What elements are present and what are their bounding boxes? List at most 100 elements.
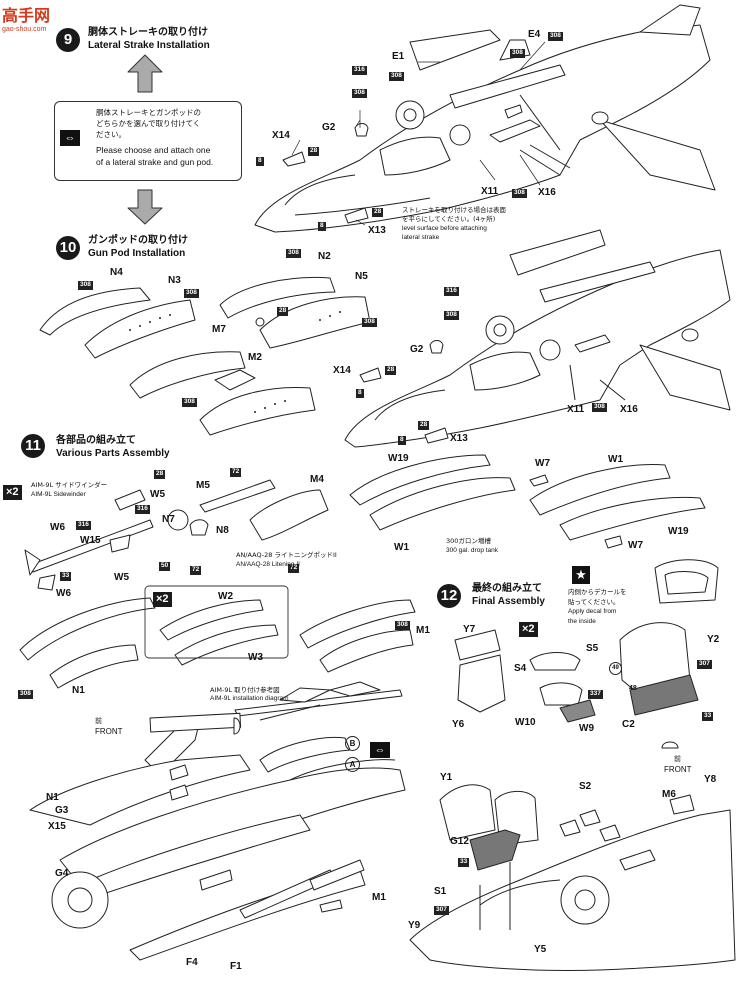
- callout-B: B: [345, 736, 360, 751]
- step-12-title-en: Final Assembly: [472, 596, 545, 607]
- part-X13-b: X13: [450, 433, 468, 444]
- part-W2: W2: [218, 591, 233, 602]
- paint-308-k: 308: [444, 311, 459, 320]
- part-W7-a: W7: [535, 458, 550, 469]
- paint-28-f: 28: [154, 470, 166, 479]
- part-W10: W10: [515, 717, 536, 728]
- paint-308-b: 308: [548, 32, 563, 41]
- paint-28-d: 28: [385, 366, 397, 375]
- paint-72-c: 72: [288, 564, 300, 573]
- aircraft-step11-lower: [29, 712, 406, 961]
- aim-label-en: AIM-9L Sidewinder: [31, 491, 86, 498]
- part-W19-a: W19: [388, 453, 409, 464]
- strake-note-en-1: level surface before attaching: [402, 225, 487, 232]
- aim-diagram-en: AIM-9L installation diagram: [210, 695, 289, 702]
- part-G4: G4: [55, 868, 69, 879]
- paint-8-a: 8: [256, 157, 264, 166]
- part-X11-b: X11: [567, 404, 585, 415]
- part-W9: W9: [579, 723, 594, 734]
- step-12-title-jp: 最終の組み立て: [472, 583, 542, 594]
- multiplier-x2-c: ×2: [519, 622, 538, 637]
- paint-50: 50: [159, 562, 171, 571]
- step-11-title-en: Various Parts Assembly: [56, 448, 170, 459]
- paint-72-b: 72: [190, 566, 202, 575]
- part-X14-a: X14: [272, 130, 290, 141]
- part-S5: S5: [586, 643, 599, 654]
- paint-307-b: 307: [434, 906, 449, 915]
- step-9-title-jp: 胴体ストレーキの取り付け: [88, 27, 208, 38]
- part-M2: M2: [248, 352, 262, 363]
- multiplier-x2-b: ×2: [153, 592, 172, 607]
- part-N5: N5: [355, 271, 368, 282]
- part-Y7: Y7: [463, 624, 476, 635]
- part-Y9: Y9: [408, 920, 421, 931]
- part-W3: W3: [248, 652, 263, 663]
- strake-note-jp-2: を平らにしてください。(4ヶ所): [402, 215, 496, 223]
- part-W15: W15: [80, 535, 101, 546]
- part-E4: E4: [528, 29, 541, 40]
- part-N4: N4: [110, 267, 123, 278]
- paint-33-b: 33: [702, 712, 714, 721]
- choice-en-1: Please choose and attach one: [96, 145, 211, 155]
- strake-note-jp-1: ストレーキを取り付ける場合は表面: [402, 206, 506, 214]
- paint-8-c: 8: [356, 389, 364, 398]
- various-parts: [19, 454, 706, 689]
- tank-label-jp: 300ガロン増槽: [446, 537, 491, 545]
- gun-pod-parts: [39, 277, 371, 436]
- front-label-jp-b: 前: [674, 755, 681, 763]
- choice-en-2: of a lateral strake and gun pod.: [96, 157, 214, 167]
- decal-note-jp-1: 内側からデカールを: [568, 588, 627, 596]
- part-N7: N7: [162, 514, 175, 525]
- choice-icon: ⇔: [60, 130, 80, 146]
- paint-308-d: 308: [352, 89, 367, 98]
- paint-28-c: 28: [277, 307, 289, 316]
- part-X11-a: X11: [481, 186, 499, 197]
- step-10-number: 10: [56, 236, 80, 260]
- paint-308-a: 308: [389, 72, 404, 81]
- part-X16-b: X16: [620, 404, 638, 415]
- paint-72-a: 72: [230, 468, 242, 477]
- paint-8-d: 8: [398, 436, 406, 445]
- paint-308-l: 308: [592, 403, 607, 412]
- part-N8: N8: [216, 525, 229, 536]
- choice-jp-1: 胴体ストレーキとガンポッドの: [96, 108, 201, 117]
- paint-308-i: 308: [362, 318, 377, 327]
- step-12-number: 12: [437, 584, 461, 608]
- paint-337: 337: [588, 690, 603, 699]
- front-label-en-b: FRONT: [664, 765, 692, 774]
- paint-49: 49: [609, 662, 622, 675]
- part-M1-a: M1: [416, 625, 430, 636]
- part-N2: N2: [318, 251, 331, 262]
- aim-label-jp: AIM-9L サイドワインダー: [31, 481, 108, 489]
- aim-9l-diagram: [234, 681, 403, 721]
- part-W7-b: W7: [628, 540, 643, 551]
- paint-308-n: 308: [18, 690, 33, 699]
- litening-label-en: AN/AAQ-28 Litening II: [236, 561, 300, 568]
- part-F1: F1: [230, 961, 242, 972]
- part-E1: E1: [392, 51, 405, 62]
- part-W6-b: W6: [56, 588, 71, 599]
- decal-note-en-2: the inside: [568, 618, 596, 625]
- paint-316-a: 316: [352, 66, 367, 75]
- part-X14-b: X14: [333, 365, 351, 376]
- choice-jp-2: どちらかを選んで取り付けてく: [96, 119, 201, 128]
- choice-jp-3: ださい。: [96, 130, 126, 139]
- part-N3: N3: [168, 275, 181, 286]
- paint-307-a: 307: [697, 660, 712, 669]
- part-F4: F4: [186, 957, 198, 968]
- alternate-icon: ⇔: [370, 742, 390, 758]
- part-Y6: Y6: [452, 719, 465, 730]
- paint-48: 48: [629, 685, 637, 692]
- front-label-jp-a: 前: [95, 717, 102, 725]
- paint-28-b: 28: [372, 208, 384, 217]
- part-X13-a: X13: [368, 225, 386, 236]
- paint-308-e: 308: [512, 189, 527, 198]
- paint-33-a: 33: [60, 572, 72, 581]
- paint-316-d: 316: [76, 521, 91, 530]
- paint-308-h: 308: [286, 249, 301, 258]
- step-9-number: 9: [56, 28, 80, 52]
- part-Y1: Y1: [440, 772, 453, 783]
- tank-label-en: 300 gal. drop tank: [446, 547, 499, 554]
